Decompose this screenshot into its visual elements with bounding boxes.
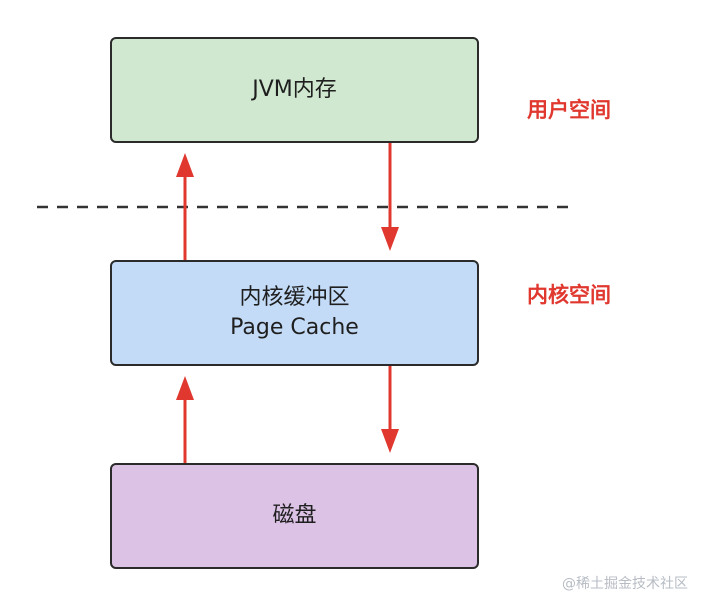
disk-box: 磁盘 [110, 463, 479, 569]
kernel-buffer-box: 内核缓冲区 Page Cache [110, 260, 479, 366]
jvm-memory-box: JVM内存 [110, 37, 479, 143]
page-cache-label: Page Cache [230, 315, 359, 340]
arrow-jvm-to-kernel [381, 143, 399, 251]
disk-label: 磁盘 [272, 503, 317, 528]
jvm-memory-label: JVM内存 [252, 77, 337, 102]
kernel-space-label: 内核空间 [527, 283, 611, 307]
watermark: @稀土掘金技术社区 [562, 576, 688, 592]
user-space-label: 用户空间 [527, 98, 611, 122]
arrow-disk-to-kernel [176, 376, 194, 463]
arrow-kernel-to-jvm [176, 153, 194, 260]
arrow-kernel-to-disk [381, 366, 399, 453]
kernel-buffer-label: 内核缓冲区 [239, 285, 350, 310]
